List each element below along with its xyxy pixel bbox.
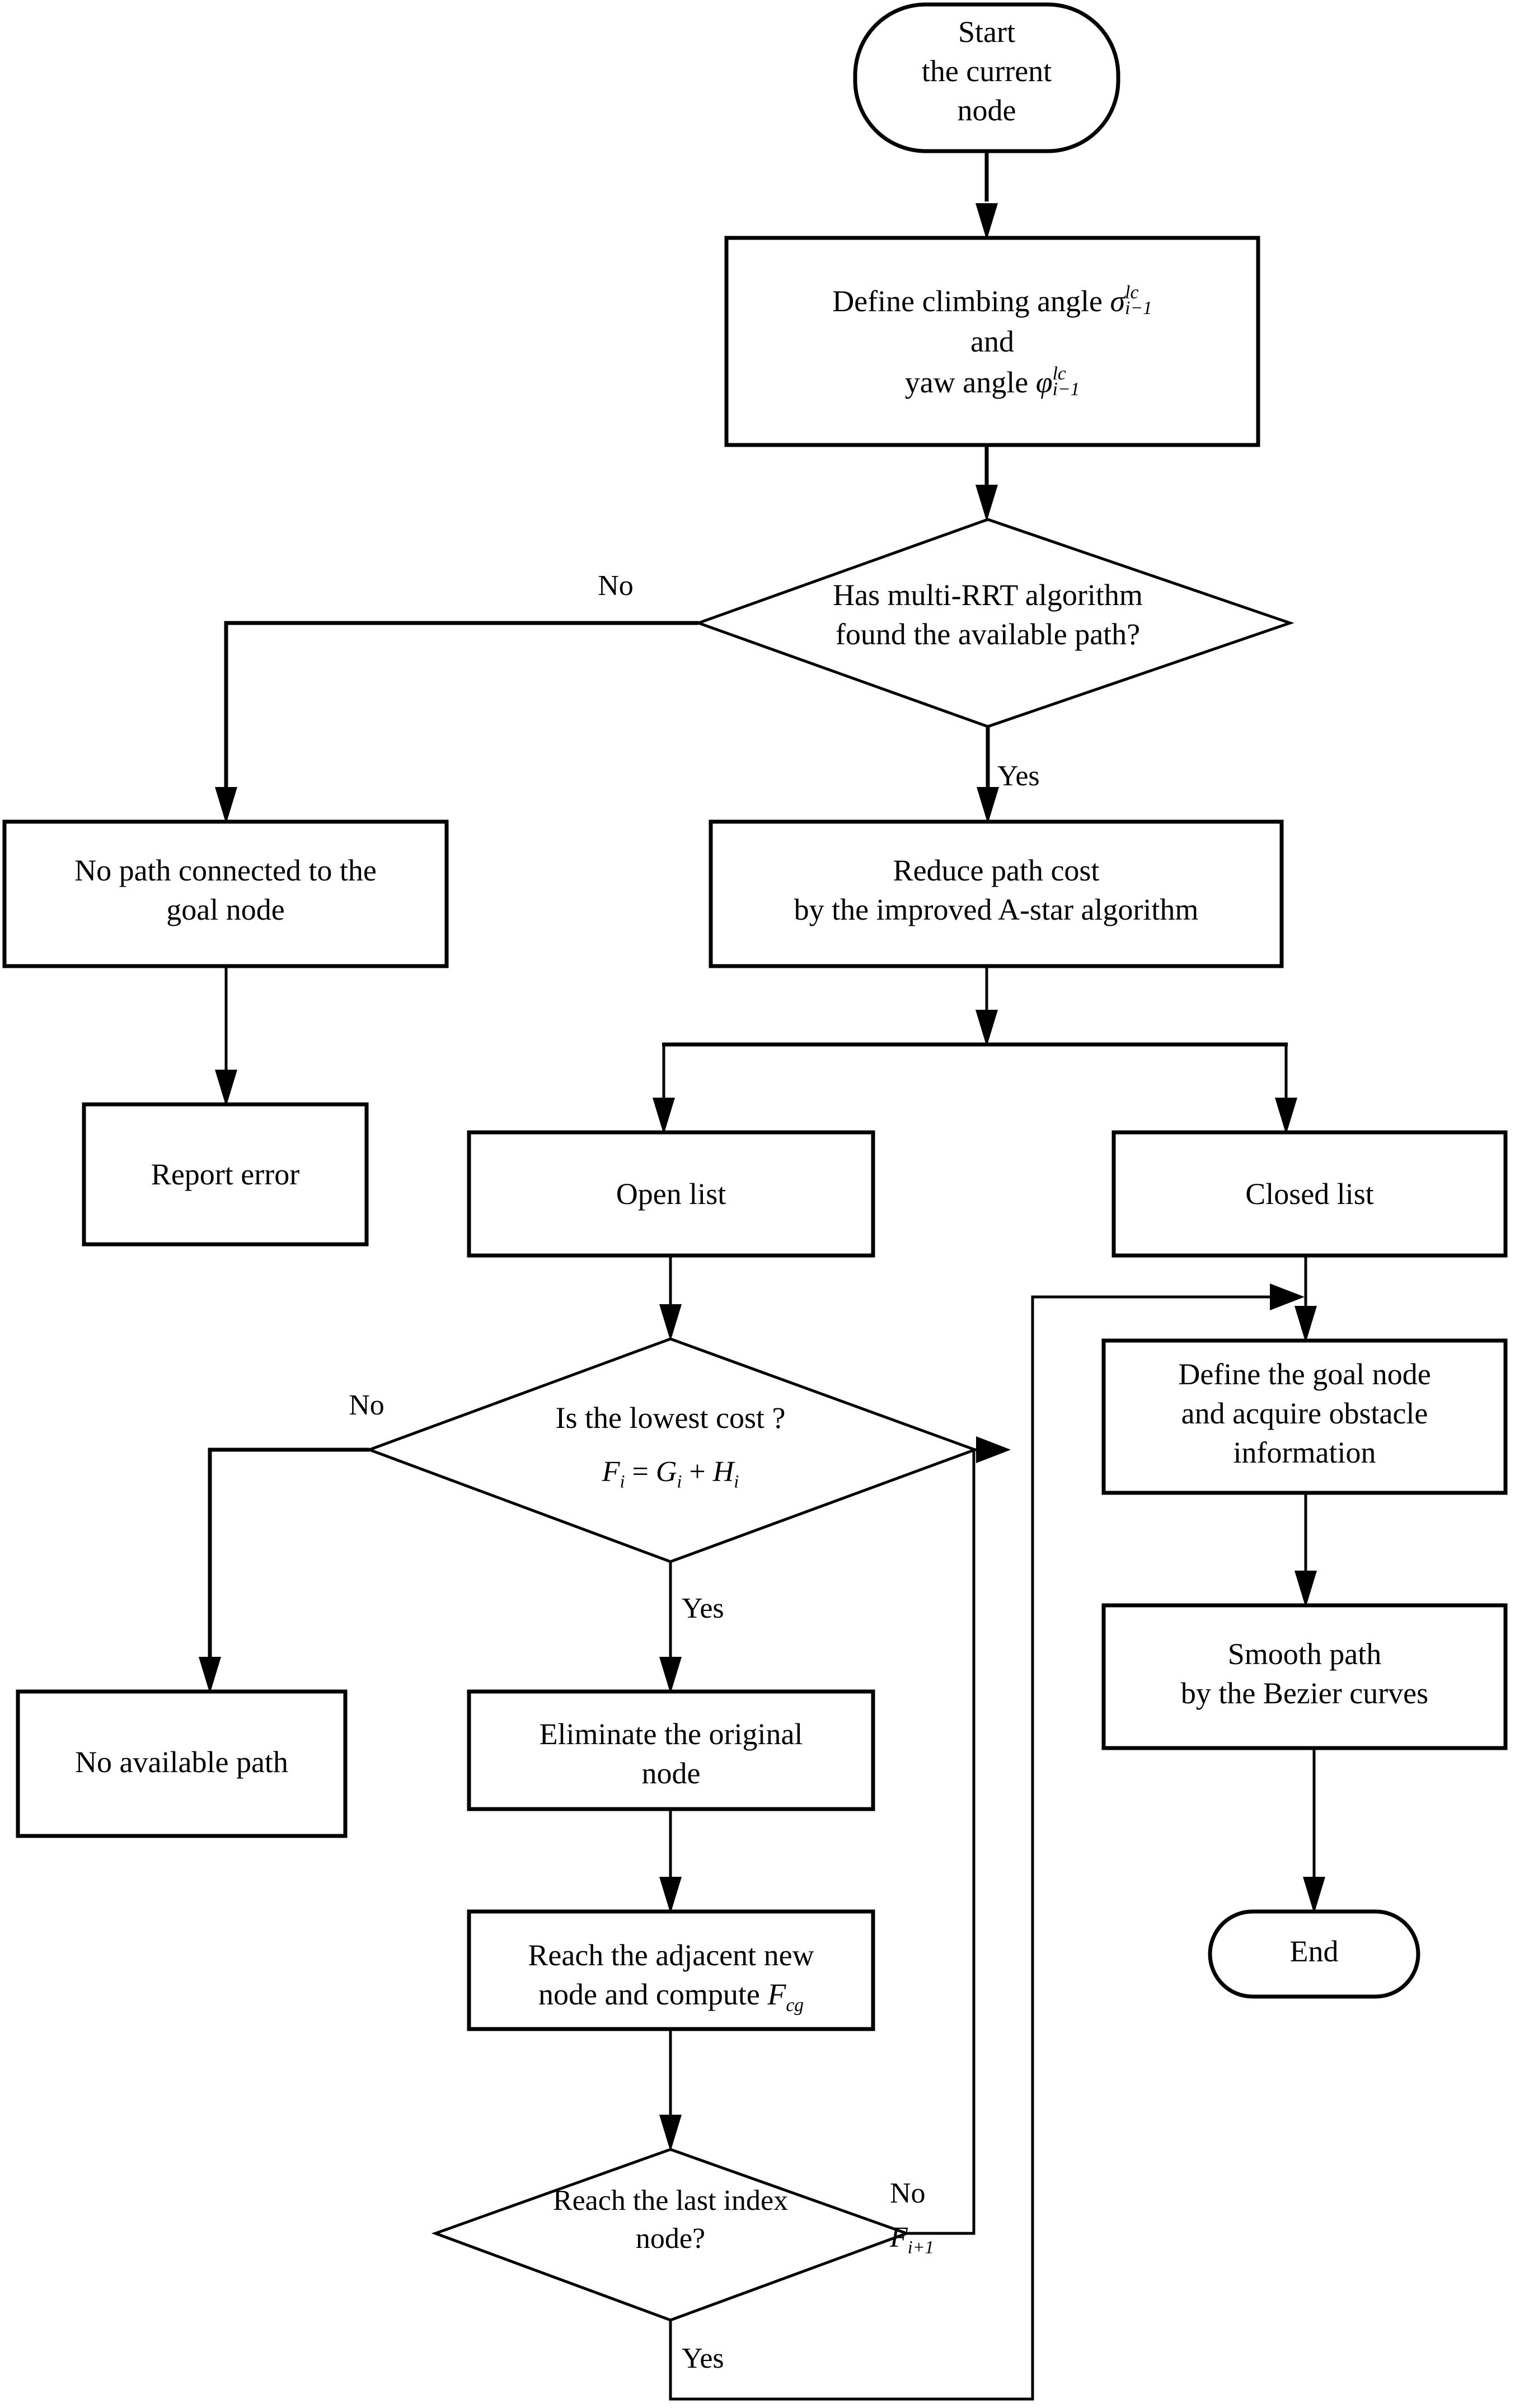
node-report-error-shape	[82, 1102, 369, 1247]
climbing-angle-symbol: σ	[1110, 284, 1125, 318]
climbing-angle-superscript: lc	[1125, 282, 1139, 303]
arrowhead-eliminate-to-reach-adjacent	[659, 1877, 682, 1914]
node-define-goal-shape	[1101, 1338, 1508, 1495]
arrowhead-start-to-define-angles	[975, 203, 998, 240]
formula-G: G	[655, 1456, 677, 1488]
formula-H-sub: i	[734, 1471, 739, 1492]
arrowhead-multirrt-no	[215, 787, 237, 824]
node-end-shape	[1208, 1909, 1420, 1999]
arrowhead-reduce-to-bus	[975, 1010, 998, 1047]
arrowhead-reach-adjacent-to-last-index	[659, 2115, 682, 2152]
arrowhead-define-angles-to-decision	[975, 485, 998, 522]
cost-F-symbol: F	[767, 1978, 786, 2012]
node-define-angles-label: Define climbing angle σ lc i−1 and yaw a…	[726, 281, 1258, 402]
formula-F-sub: i	[620, 1471, 625, 1492]
formula-G-sub: i	[677, 1471, 682, 1492]
climbing-angle-subscript: i−1	[1125, 298, 1152, 319]
node-define-angles-shape	[724, 236, 1260, 447]
connector-last-index-no-feedback	[907, 1448, 1007, 2235]
next-cost-F-subscript: i+1	[907, 2237, 934, 2257]
arrowhead-lowest-cost-yes	[659, 1657, 682, 1694]
node-reduce-path-cost-shape	[709, 819, 1284, 968]
node-no-path-connected-shape	[2, 819, 449, 968]
arrowhead-bus-to-closed-list	[1275, 1098, 1297, 1135]
node-last-index-decision-shape	[431, 2148, 911, 2322]
arrowhead-last-index-no-feedback	[976, 1436, 1011, 1463]
arrowhead-bus-to-open-list	[653, 1098, 675, 1135]
yaw-angle-symbol: φ	[1035, 365, 1053, 399]
connector-lowest-cost-no	[208, 1447, 369, 1658]
arrowhead-last-index-yes-feedback	[1270, 1283, 1305, 1310]
formula-equals: =	[625, 1456, 656, 1488]
arrowhead-multirrt-yes	[977, 787, 999, 824]
cost-F-subscript: cg	[786, 1994, 804, 2016]
node-open-list-shape	[467, 1130, 875, 1258]
define-angles-line3-prefix: yaw angle	[904, 365, 1036, 399]
arrowhead-smooth-path-to-end	[1303, 1877, 1325, 1914]
node-start-shape	[853, 2, 1120, 153]
define-angles-line1-prefix: Define climbing angle	[832, 284, 1110, 318]
node-lowest-cost-formula: Fi = Gi + Hi	[503, 1455, 838, 1492]
formula-H: H	[712, 1456, 734, 1488]
node-closed-list-shape	[1111, 1130, 1508, 1258]
node-eliminate-node-shape	[467, 1689, 875, 1811]
arrowhead-open-list-to-lowest-cost	[659, 1304, 682, 1341]
node-no-available-path-shape	[16, 1689, 348, 1838]
define-angles-line-3: yaw angle φ lc i−1	[726, 362, 1258, 402]
arrowhead-define-goal-to-smooth-path	[1295, 1571, 1317, 1608]
define-angles-line-1: Define climbing angle σ lc i−1	[726, 281, 1258, 321]
reach-adjacent-line-1: Reach the adjacent new	[528, 1938, 814, 1972]
define-angles-line-2: and	[970, 325, 1014, 359]
reach-adjacent-line-2: node and compute Fcg	[469, 1975, 873, 2017]
node-multirrt-decision-shape	[694, 518, 1295, 728]
node-smooth-path-shape	[1101, 1603, 1508, 1750]
yaw-angle-superscript: lc	[1052, 363, 1066, 384]
node-lowest-cost-decision-shape	[365, 1337, 979, 1563]
reach-adjacent-line2-prefix: node and compute	[538, 1978, 768, 2012]
yaw-angle-subscript: i−1	[1052, 379, 1080, 400]
arrowhead-lowest-cost-no	[199, 1657, 221, 1694]
formula-F: F	[602, 1456, 620, 1488]
edge-label-last-index-no-cost: Fi+1	[890, 2221, 1002, 2257]
next-cost-F-symbol: F	[890, 2222, 908, 2254]
arrowhead-no-path-to-report-error	[215, 1070, 237, 1107]
arrowhead-closed-list-to-define-goal	[1295, 1306, 1317, 1343]
connector-multirrt-no	[224, 621, 698, 787]
formula-plus: +	[682, 1456, 713, 1488]
node-reach-adjacent-label: Reach the adjacent new node and compute …	[469, 1936, 873, 2018]
connector-last-index-yes-feedback	[669, 1295, 1272, 2401]
